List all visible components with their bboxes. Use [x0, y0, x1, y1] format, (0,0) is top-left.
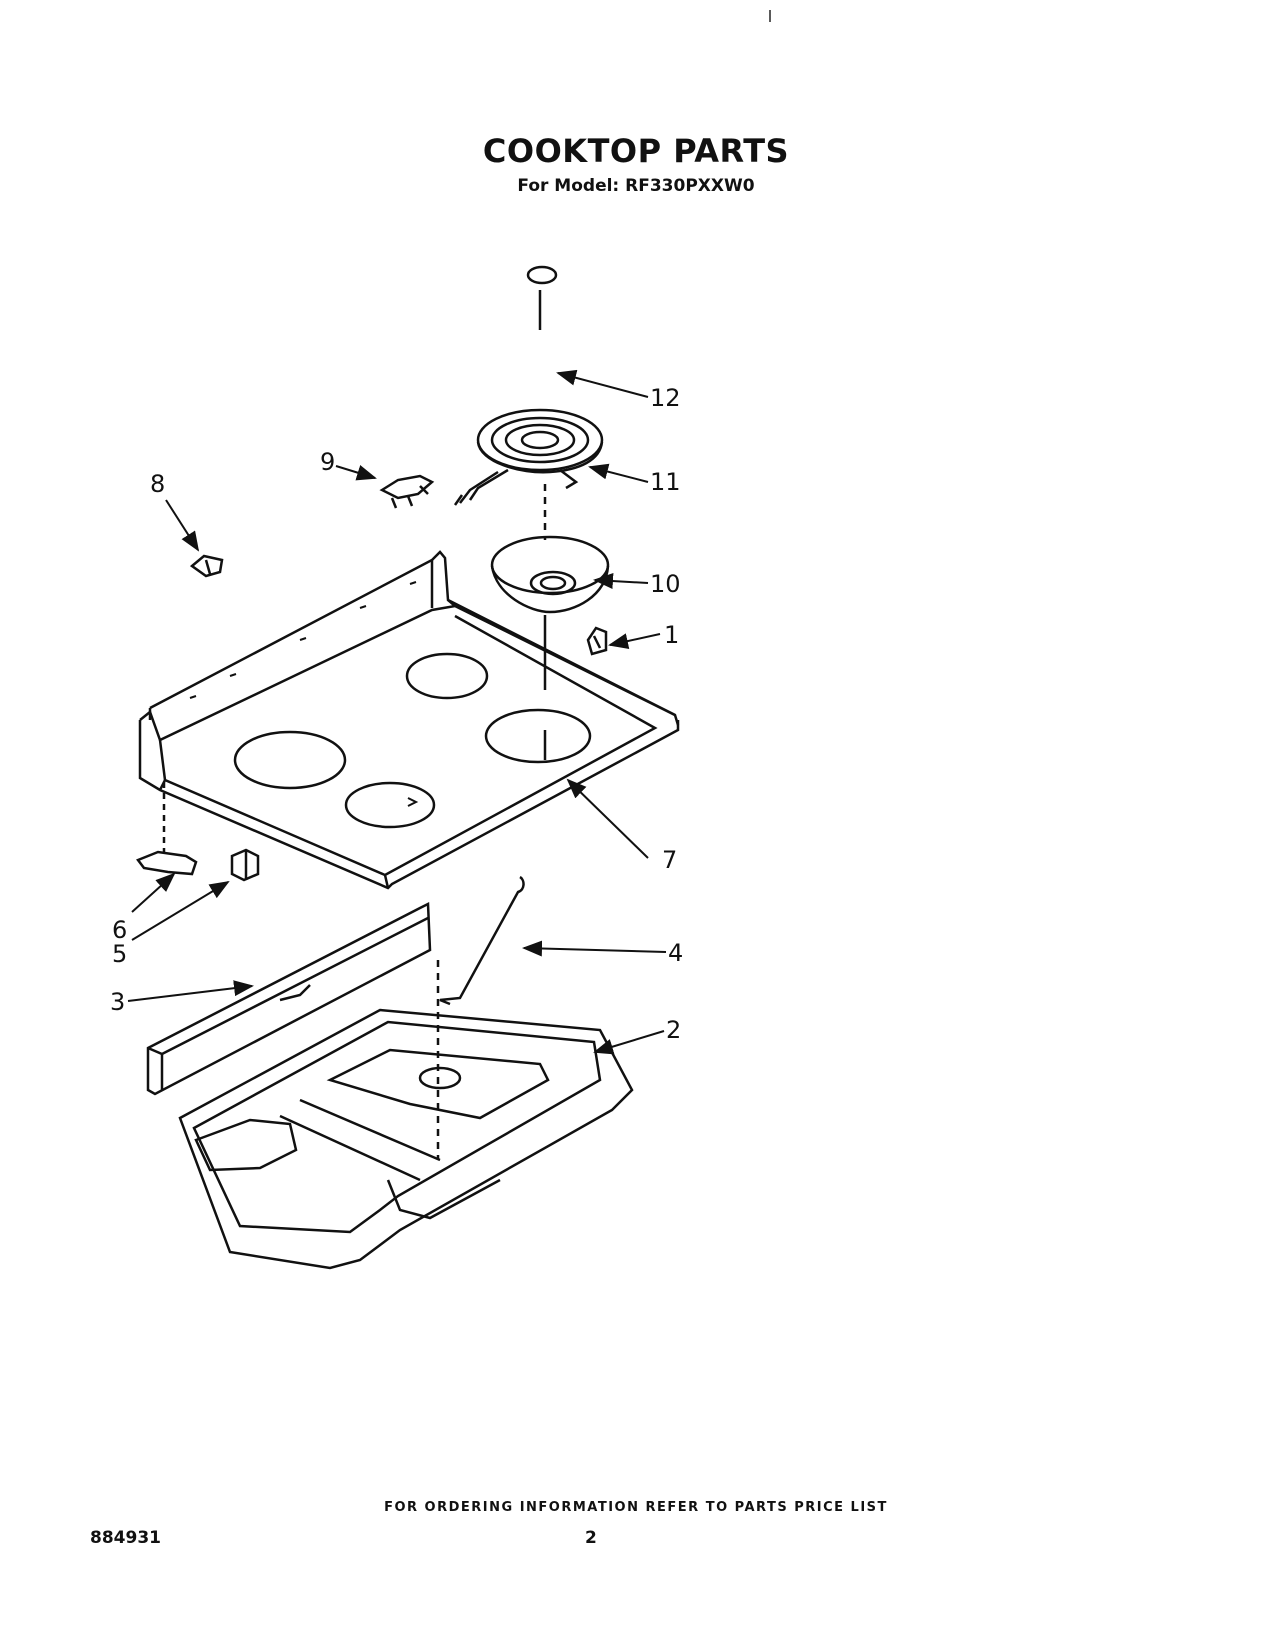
part-6-drawing — [136, 782, 198, 876]
callout-1: 1 — [664, 621, 679, 649]
page-number: 2 — [585, 1528, 597, 1548]
callout-7: 7 — [662, 846, 677, 874]
callout-8: 8 — [150, 470, 165, 498]
callout-2: 2 — [666, 1016, 681, 1044]
leader-lines — [127, 369, 667, 1055]
part-8-drawing — [189, 554, 224, 578]
part-12-drawing — [526, 265, 558, 285]
part-4-drawing — [436, 875, 525, 1160]
callout-3: 3 — [110, 988, 125, 1016]
part-3-drawing — [146, 902, 432, 1096]
part-5-drawing — [230, 848, 260, 882]
document-number: 884931 — [90, 1528, 161, 1548]
callout-11: 11 — [650, 468, 681, 496]
callout-6: 6 — [112, 916, 127, 944]
part-10-drawing — [490, 484, 610, 760]
ordering-note: FOR ORDERING INFORMATION REFER TO PARTS … — [384, 1500, 888, 1515]
callout-12: 12 — [650, 384, 681, 412]
callout-10: 10 — [650, 570, 681, 598]
model-subtitle: For Model: RF330PXXW0 — [517, 176, 755, 196]
callout-9: 9 — [320, 448, 335, 476]
part-7-drawing — [138, 550, 680, 890]
callout-5: 5 — [112, 940, 127, 968]
part-1-drawing — [586, 626, 608, 656]
part-11-drawing — [453, 290, 604, 506]
callout-4: 4 — [668, 939, 683, 967]
part-9-drawing — [379, 474, 435, 509]
page-title: COOKTOP PARTS — [482, 132, 790, 170]
part-2-drawing — [178, 1008, 634, 1270]
